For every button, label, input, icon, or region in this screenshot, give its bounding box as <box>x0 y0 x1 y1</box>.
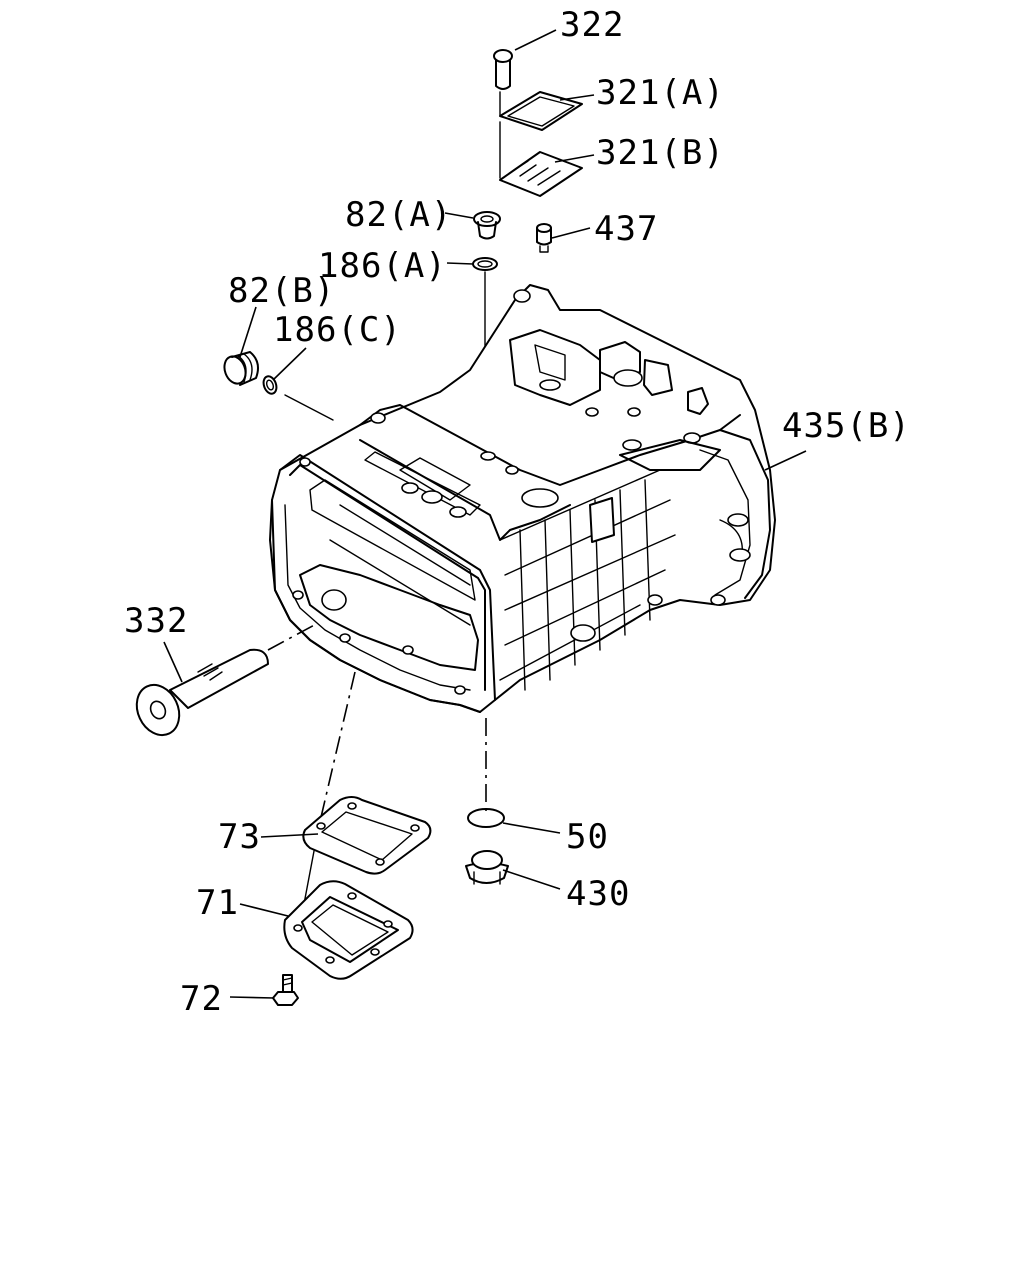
callout-430: 430 <box>566 874 630 914</box>
callout-73: 73 <box>218 817 261 857</box>
gasket-73 <box>302 796 432 875</box>
bolt-322 <box>493 49 513 90</box>
cover-71 <box>283 880 414 980</box>
callout-321a: 321(A) <box>596 73 725 113</box>
drain-plug-430 <box>465 850 509 885</box>
callout-332: 332 <box>124 601 188 641</box>
plug-437 <box>536 223 552 253</box>
washer-186a <box>472 257 498 271</box>
callout-186c: 186(C) <box>273 310 402 350</box>
callout-186a: 186(A) <box>318 246 447 286</box>
callout-72: 72 <box>180 979 223 1019</box>
o-ring-50 <box>467 808 505 828</box>
shaft-332 <box>135 648 269 737</box>
callout-435b: 435(B) <box>782 406 911 446</box>
transmission-case-435b <box>269 284 776 713</box>
cover-plate-321a <box>499 91 583 131</box>
callout-82b: 82(B) <box>228 271 335 311</box>
callout-321b: 321(B) <box>596 133 725 173</box>
label-plate-321b <box>499 151 583 197</box>
callout-322: 322 <box>560 5 624 45</box>
bolt-72 <box>272 974 299 1006</box>
callout-71: 71 <box>196 883 239 923</box>
callout-50: 50 <box>566 817 609 857</box>
plug-82a <box>473 211 501 240</box>
washer-186c <box>262 375 278 395</box>
callout-437: 437 <box>594 209 658 249</box>
plug-82b <box>223 351 259 386</box>
callout-82a: 82(A) <box>345 195 452 235</box>
